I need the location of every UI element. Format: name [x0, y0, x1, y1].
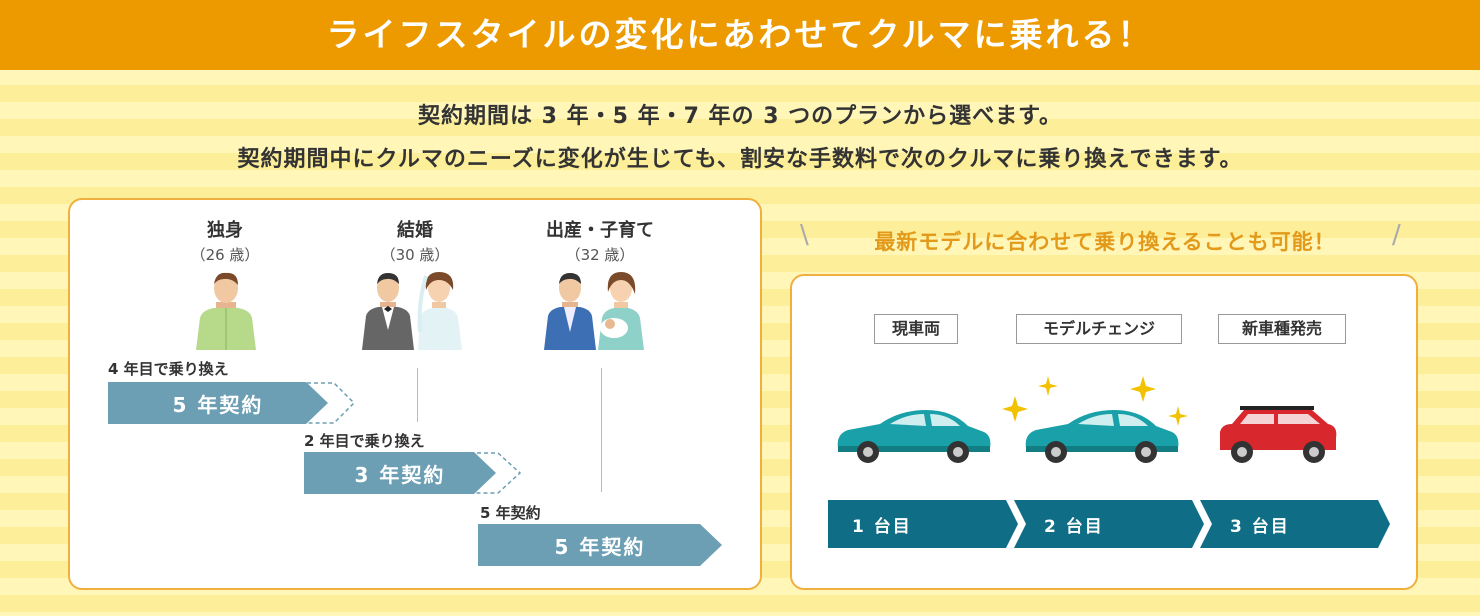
- contract-1-arrow: 5 年契約: [108, 382, 328, 424]
- stage-title-single: 独身: [207, 220, 243, 241]
- step-second-car: 2 台目: [1014, 500, 1204, 548]
- sparkle-icon: [1130, 376, 1156, 402]
- contract-2-note: 2 年目で乗り換え: [304, 432, 425, 450]
- contract-1-note: 4 年目で乗り換え: [108, 360, 229, 378]
- car-sequence-bar: 1 台目 2 台目 3 台目: [828, 500, 1390, 548]
- model-change-car-icon: [1025, 410, 1179, 463]
- contract-2-dashed-extension: [470, 452, 522, 494]
- current-car-icon: [837, 410, 991, 463]
- stage-title-childcare: 出産・子育て: [546, 220, 654, 241]
- contract-3-arrow: 5 年契約: [478, 524, 722, 566]
- sparkle-icon: [1038, 376, 1058, 396]
- family-with-baby-icon: [544, 272, 644, 350]
- contract-2-arrow: 3 年契約: [304, 452, 496, 494]
- step-third-car: 3 台目: [1200, 500, 1390, 548]
- intro-line-1: 契約期間は 3 年・5 年・7 年の 3 つのプランから選べます。: [418, 104, 1062, 129]
- tag-model-change: モデルチェンジ: [1016, 314, 1182, 344]
- stage-title-marriage: 結婚: [397, 220, 433, 241]
- stage-age-marriage: （30 歳）: [380, 246, 450, 264]
- tag-new-model: 新車種発売: [1218, 314, 1346, 344]
- model-change-tagline: 最新モデルに合わせて乗り換えることも可能！: [874, 230, 1336, 254]
- tag-current-car: 現車両: [874, 314, 958, 344]
- intro-line-2: 契約期間中にクルマのニーズに変化が生じても、割安な手数料で次のクルマに乗り換えで…: [237, 147, 1243, 172]
- contract-1-dashed-extension: [300, 382, 356, 424]
- tagline-slash-left: \: [800, 220, 809, 250]
- stage-age-single: （26 歳）: [190, 246, 260, 264]
- couple-wedding-icon: [362, 272, 462, 350]
- single-person-icon: [196, 272, 256, 350]
- new-suv-car-icon: [1220, 406, 1337, 463]
- timeline-guide-childcare: [601, 368, 602, 492]
- sparkle-icon: [1168, 406, 1188, 426]
- stage-age-childcare: （32 歳）: [565, 246, 635, 264]
- page-banner: ライフスタイルの変化にあわせてクルマに乗れる！: [0, 0, 1480, 70]
- contract-3-note: 5 年契約: [480, 504, 541, 522]
- tagline-slash-right: /: [1392, 220, 1401, 250]
- sparkle-icon: [1002, 396, 1028, 422]
- step-first-car: 1 台目: [828, 500, 1018, 548]
- timeline-guide-marriage: [417, 368, 418, 422]
